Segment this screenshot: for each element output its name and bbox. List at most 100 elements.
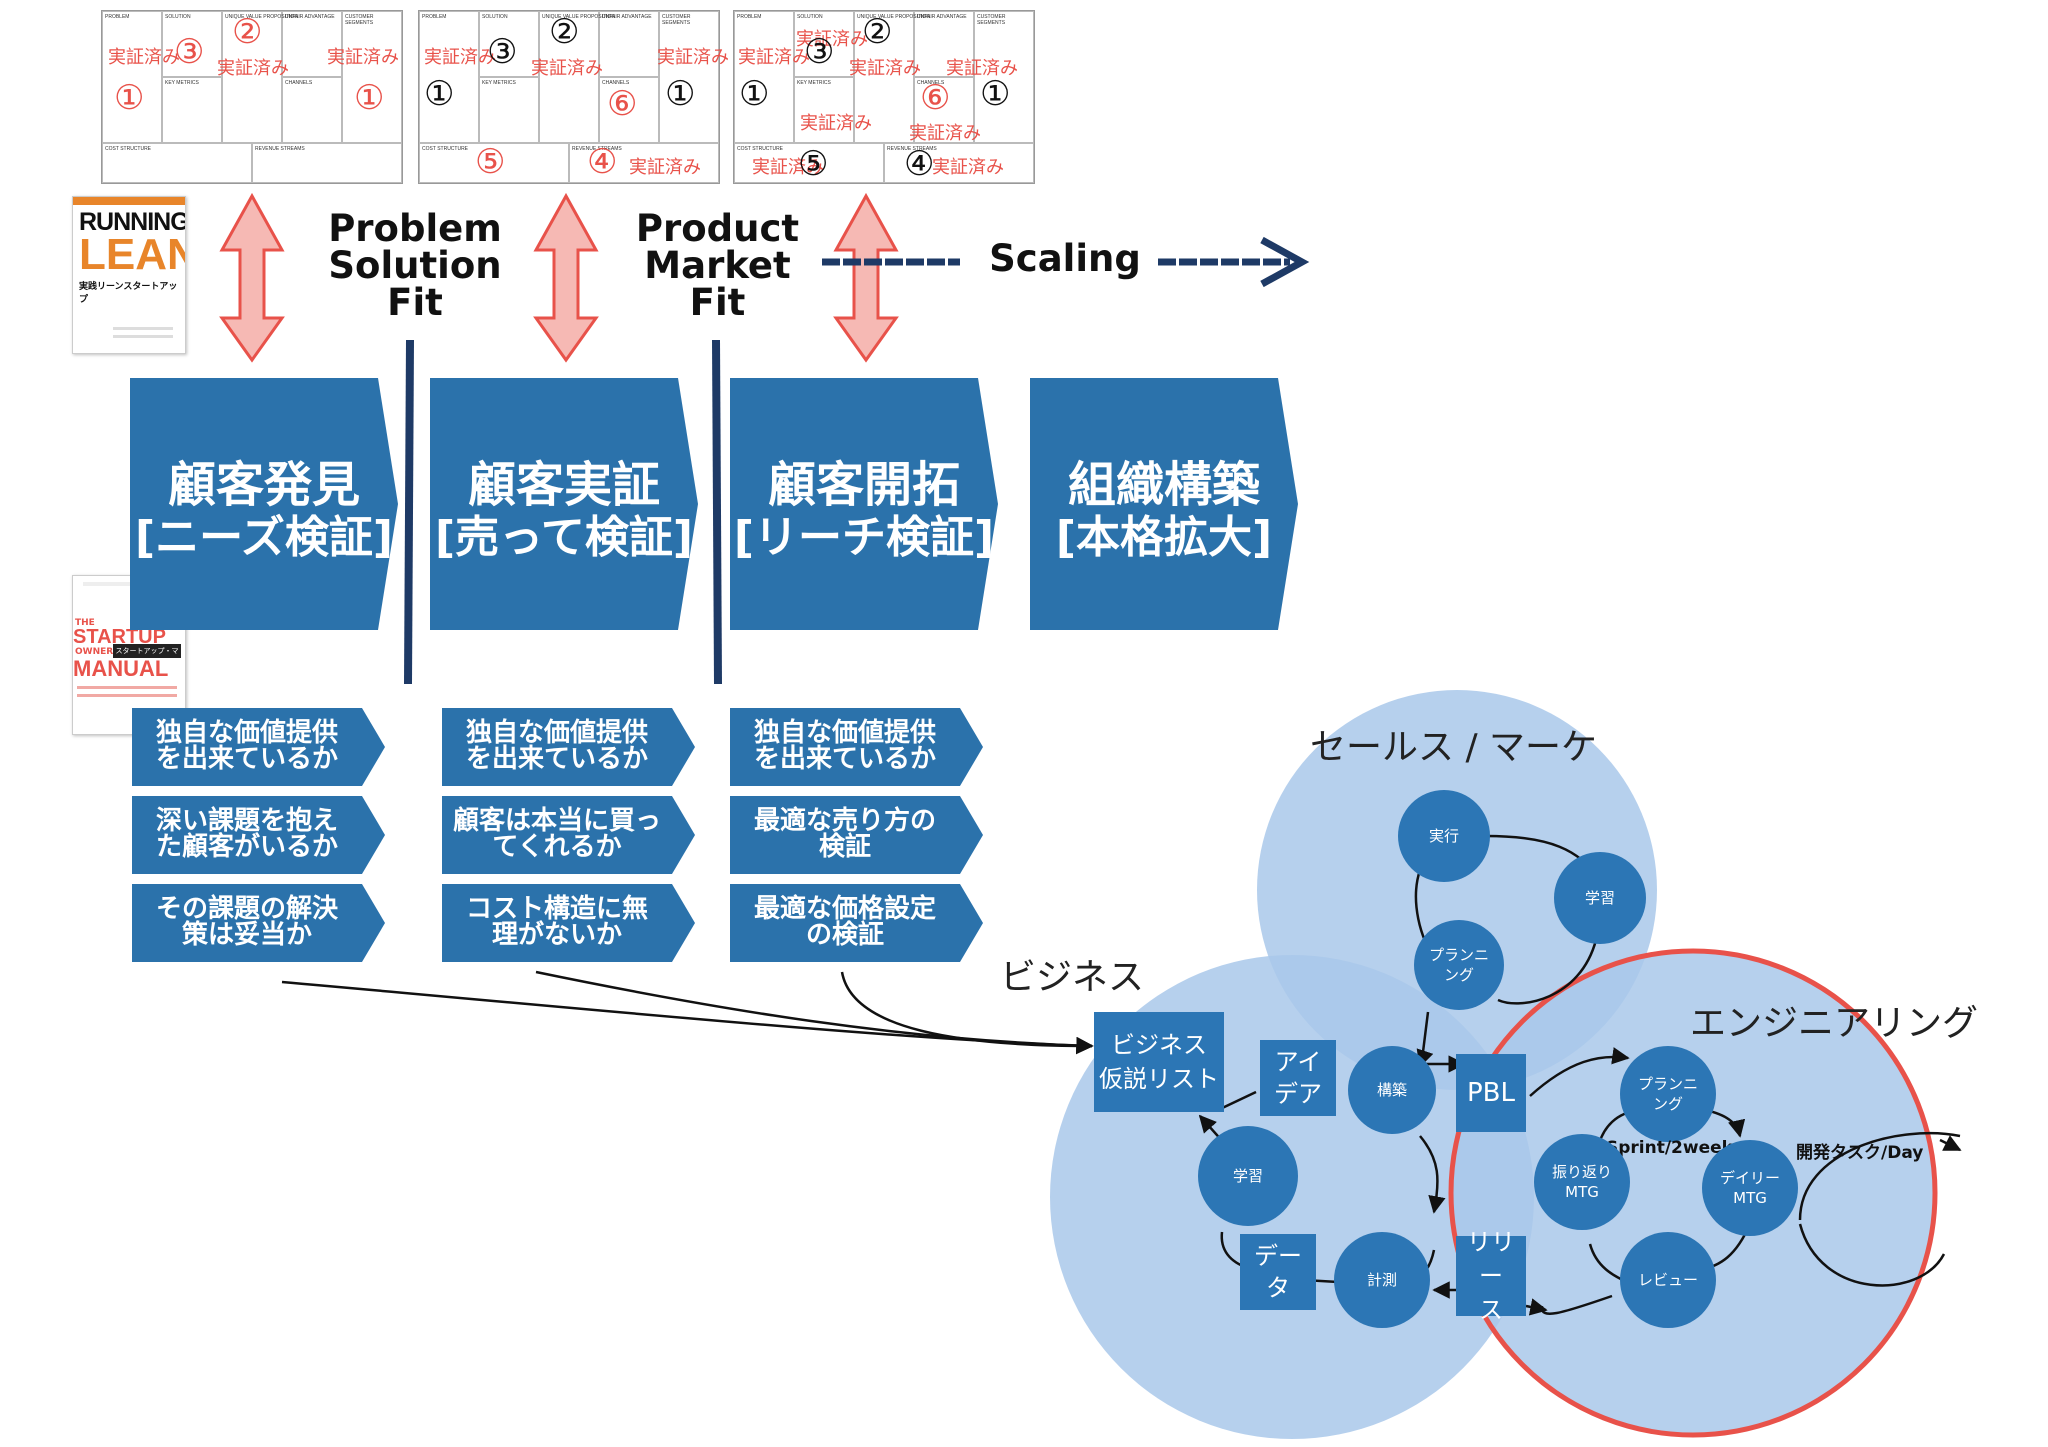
question-label: 深い課題を抱え た顧客がいるか (155, 806, 338, 862)
canvas-cell (419, 143, 569, 183)
canvas-header: CUSTOMER SEGMENTS (977, 14, 1006, 26)
book-title: RUNNING (79, 208, 186, 236)
verified-label: 実証済み (424, 47, 496, 68)
engineering-release: リリー ス (1456, 1228, 1526, 1324)
question-label: その課題の解決 策は妥当か (155, 894, 338, 950)
question-label: 顧客は本当に買っ てくれるか (452, 806, 661, 862)
canvas-header: KEY METRICS (165, 80, 199, 86)
red-double-arrow (833, 192, 899, 363)
canvas-header: SOLUTION (797, 14, 823, 20)
canvas-header: CUSTOMER SEGMENTS (345, 14, 374, 26)
verified-label: 実証済み (327, 47, 399, 68)
canvas-cell (479, 77, 539, 143)
canvas-cell (734, 11, 794, 143)
business-data: デー タ (1240, 1234, 1316, 1310)
canvas-header: PROBLEM (105, 14, 130, 20)
stage-title: 組織構築 (1067, 457, 1260, 513)
canvas-header: COST STRUCTURE (105, 146, 152, 152)
canvas-cell (599, 11, 659, 77)
book-subtitle: スタートアップ・マニュアル (113, 644, 181, 669)
sales-node-learn: 学習 (1554, 852, 1646, 944)
step-number: ① (424, 74, 455, 114)
step-number: ② (862, 12, 893, 52)
book-decoration (113, 327, 173, 330)
sprint-label: Sprint/2weeks (1606, 1138, 1744, 1158)
verified-label: 実証済み (800, 113, 872, 134)
canvas-header: REVENUE STREAMS (255, 146, 305, 152)
fit-line: Fit (689, 281, 746, 324)
canvas-header: UNFAIR ADVANTAGE (602, 14, 652, 20)
engineering-pbl: PBL (1456, 1054, 1526, 1132)
canvas-cell (252, 143, 402, 183)
canvas-header: CHANNELS (602, 80, 630, 86)
canvas-cell (419, 11, 479, 143)
step-number: ② (549, 12, 580, 52)
stage-arrow-shape (730, 378, 998, 630)
step-number: ① (980, 74, 1011, 114)
step-number: ① (665, 74, 696, 114)
canvas-header: REVENUE STREAMS (572, 146, 622, 152)
fit-line: Product (635, 207, 800, 250)
step-number: ① (354, 78, 385, 118)
canvas-header: CHANNELS (285, 80, 313, 86)
verified-label: 実証済み (752, 157, 824, 178)
canvas-header: UNIQUE VALUE PROPOSITION (225, 14, 298, 20)
lean-canvas-2: PROBLEM SOLUTION UNIQUE VALUE PROPOSITIO… (418, 10, 729, 184)
business-node-measure: 計測 (1334, 1232, 1430, 1328)
canvas-cell (479, 11, 539, 77)
canvas-cell (222, 11, 282, 143)
canvas-header: UNIQUE VALUE PROPOSITION (857, 14, 930, 20)
book-decoration (77, 686, 177, 689)
book-subtitle: 実践リーンスタートアップ (79, 282, 178, 305)
flow-curves (281, 970, 1094, 1055)
canvas-cell (282, 77, 342, 143)
question-arrow-shapes (132, 708, 983, 962)
canvas-cell (342, 11, 402, 143)
canvas-cell (794, 11, 854, 77)
book-stripe (73, 197, 185, 205)
canvas-header: UNFAIR ADVANTAGE (285, 14, 335, 20)
business-hypothesis-list: ビジネス 仮説リスト (1094, 1012, 1224, 1112)
step-number: ⑥ (920, 78, 951, 118)
step-number: ③ (174, 32, 205, 72)
sales-marketing-title: セールス / マーケ (1310, 727, 1598, 768)
question-label: 独自な価値提供 を出来ているか (465, 718, 648, 774)
canvas-header: UNIQUE VALUE PROPOSITION (542, 14, 615, 20)
canvas-header: PROBLEM (737, 14, 762, 20)
book-title: STARTUP (73, 626, 166, 648)
engineering-node-retro: 振り返り MTG (1534, 1134, 1630, 1230)
stage-subtitle: [リーチ検証] (733, 512, 995, 563)
canvas-header: COST STRUCTURE (737, 146, 784, 152)
verified-label: 実証済み (909, 123, 981, 144)
canvas-cell (539, 11, 599, 143)
verified-label: 実証済み (932, 157, 1004, 178)
business-title: ビジネス (1000, 957, 1145, 998)
canvas-cell (162, 77, 222, 143)
stage-arrow-shape (1030, 378, 1298, 630)
fit-divider (712, 339, 722, 685)
verified-label: 実証済み (657, 47, 729, 68)
engineering-title: エンジニアリング (1690, 1003, 1979, 1044)
canvas-header: KEY METRICS (482, 80, 516, 86)
canvas-cell (884, 143, 1034, 183)
fit-line: Market (644, 244, 791, 287)
book-decoration (77, 694, 177, 697)
stage-subtitle: [ニーズ検証] (134, 512, 394, 563)
stage-arrow-shape (130, 378, 398, 630)
business-idea: アイ デア (1260, 1040, 1336, 1116)
canvas-cell (974, 11, 1034, 143)
verified-label: 実証済み (217, 58, 289, 79)
canvas-cell (659, 11, 719, 143)
scaling-arrowhead (1260, 236, 1310, 288)
step-number: ⑥ (607, 84, 638, 124)
step-number: ④ (587, 142, 618, 182)
canvas-cell (734, 143, 884, 183)
step-number: ③ (804, 32, 835, 72)
engineering-node-daily: デイリー MTG (1702, 1140, 1798, 1236)
canvas-cell (102, 11, 162, 143)
canvas-header: CHANNELS (917, 80, 945, 86)
red-double-arrow (533, 192, 599, 363)
engineering-node-review: レビュー (1620, 1232, 1716, 1328)
step-number: ② (232, 12, 263, 52)
stage-title: 顧客発見 (167, 457, 360, 513)
